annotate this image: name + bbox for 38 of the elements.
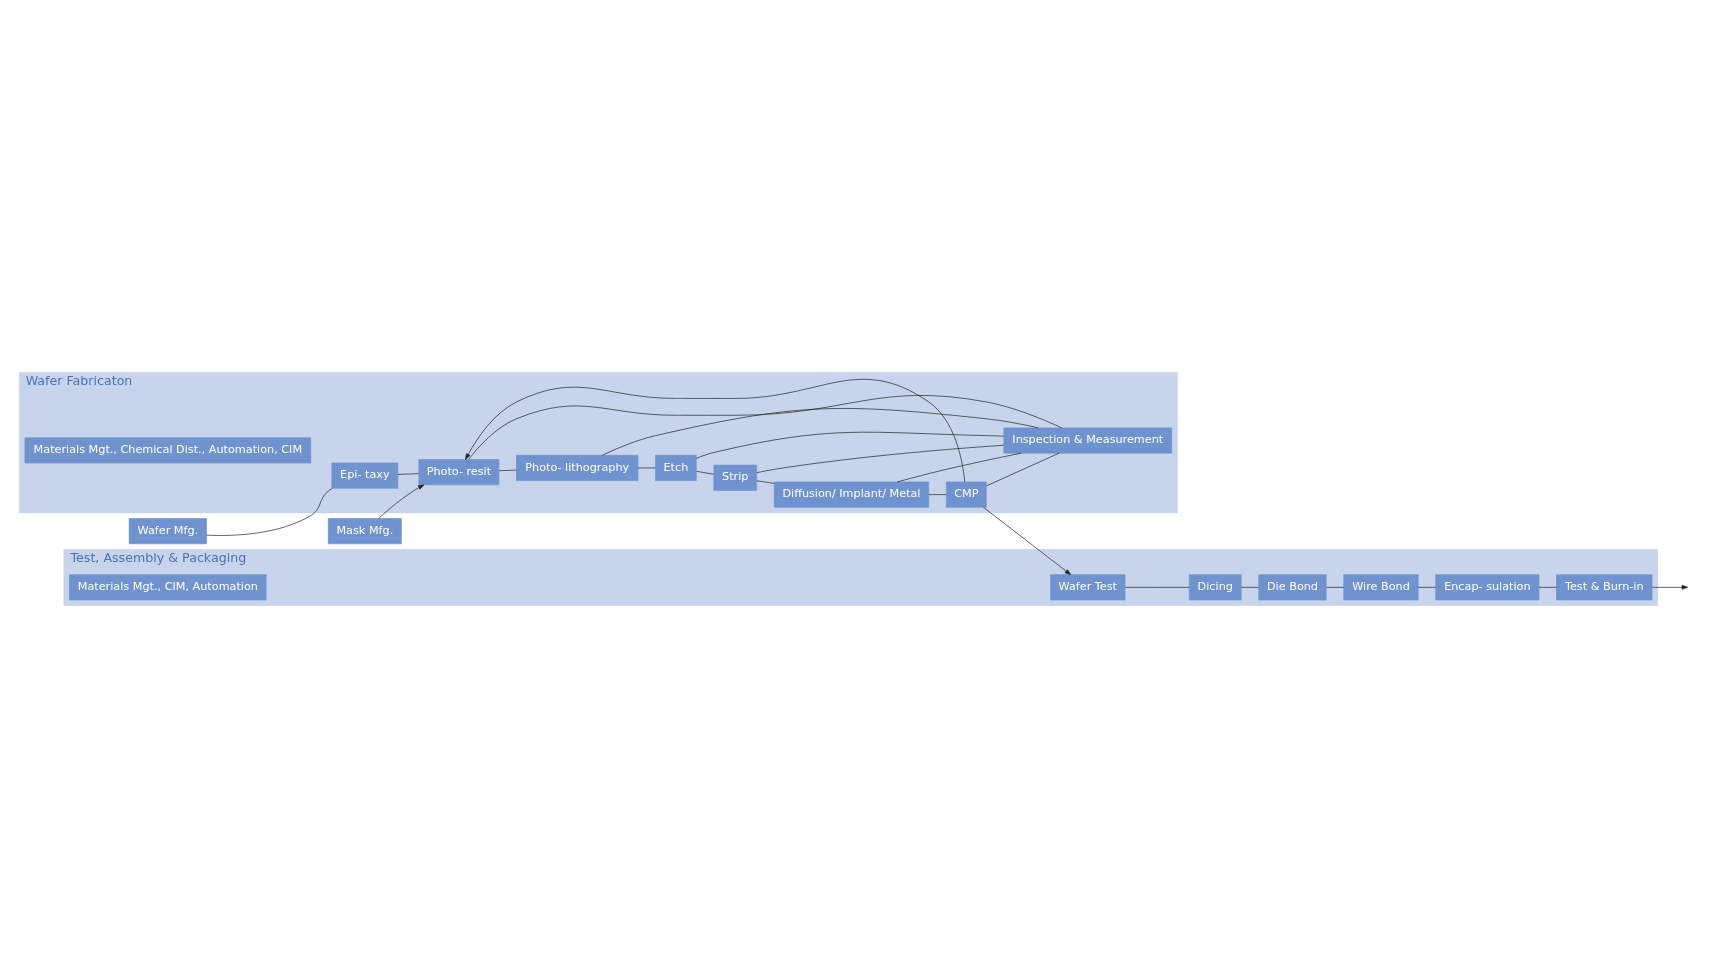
- connector: [397, 472, 419, 475]
- connector: [927, 493, 946, 495]
- connector: [985, 452, 1059, 486]
- connector: [1325, 586, 1344, 588]
- node-box: Photo- lithography: [515, 454, 638, 481]
- arrow: [1651, 584, 1688, 590]
- node-box: Mask Mfg.: [327, 517, 402, 544]
- node-box: Materials Mgt., CIM, Automation: [68, 573, 266, 600]
- connector: [755, 479, 775, 484]
- connector: [1124, 586, 1189, 588]
- node-box: Wire Bond: [1342, 573, 1419, 600]
- node-box: Photo- resit: [418, 458, 499, 485]
- connector: [601, 407, 1039, 456]
- node-box: Etch: [654, 454, 697, 481]
- arrow: [982, 506, 1071, 575]
- node-box: Diffusion/ Implant/ Metal: [773, 481, 929, 508]
- connector: [1240, 586, 1259, 588]
- connector: [1417, 586, 1436, 588]
- connector: [205, 487, 332, 536]
- connector: [498, 469, 517, 471]
- node-box: Test & Burn-in: [1555, 573, 1652, 600]
- connector: [467, 394, 1062, 460]
- node-box: Inspection & Measurement: [1003, 427, 1172, 454]
- connector: [695, 470, 714, 475]
- node-box: Strip: [713, 464, 757, 491]
- connector: [695, 431, 1004, 459]
- node-box: Wafer Test: [1049, 573, 1125, 600]
- connector: [896, 452, 1021, 482]
- node-box: CMP: [945, 481, 987, 508]
- node-box: Wafer Mfg.: [128, 517, 207, 544]
- node-box: Encap- sulation: [1434, 573, 1539, 600]
- connector: [755, 444, 1004, 473]
- node-box: Die Bond: [1257, 573, 1327, 600]
- connector: [1538, 586, 1557, 588]
- arrow: [377, 483, 424, 519]
- node-box: Materials Mgt., Chemical Dist., Automation, CIM: [24, 436, 311, 463]
- node-box: Epi- taxy: [330, 462, 398, 489]
- node-box: Dicing: [1188, 573, 1242, 600]
